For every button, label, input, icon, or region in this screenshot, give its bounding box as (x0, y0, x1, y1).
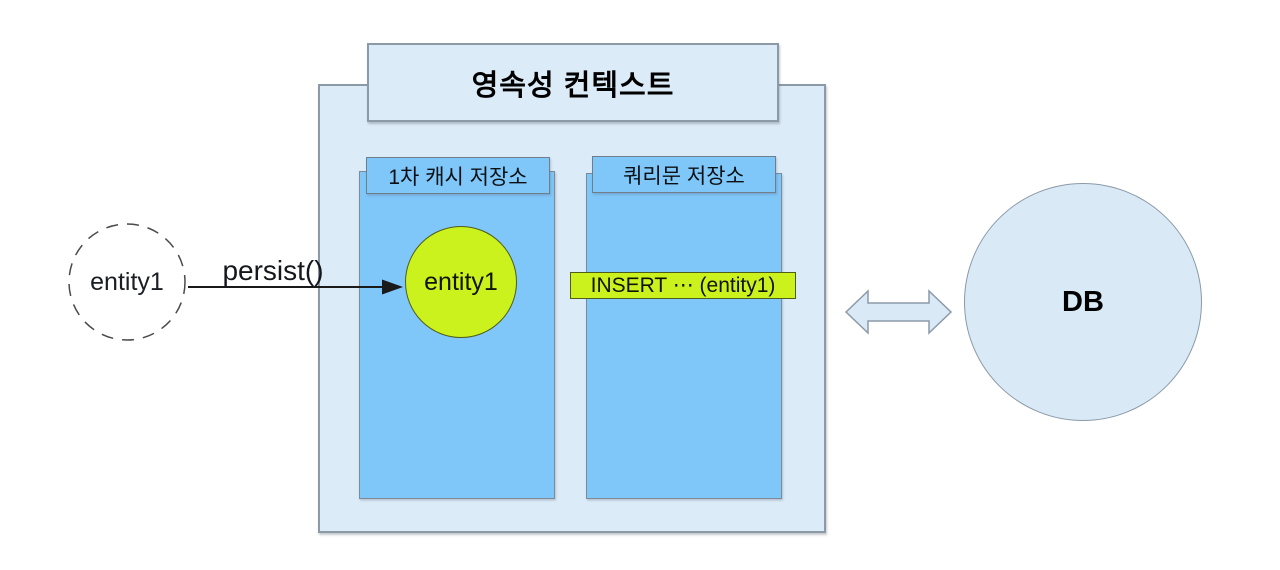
db-label: DB (1062, 285, 1104, 318)
insert-sql-text: INSERT ⋯ (entity1) (590, 274, 776, 297)
first-cache-store-label: 1차 캐시 저장소 (388, 165, 528, 189)
query-store-label: 쿼리문 저장소 (623, 164, 745, 188)
db-sync-double-arrow-icon (844, 289, 953, 335)
managed-entity-circle: entity1 (405, 226, 517, 338)
insert-sql-highlight: INSERT ⋯ (entity1) (570, 272, 796, 299)
persistence-context-title: 영속성 컨텍스트 (471, 69, 675, 102)
first-cache-store-label-box: 1차 캐시 저장소 (366, 157, 550, 194)
detached-entity-label: entity1 (90, 268, 164, 296)
query-store-label-box: 쿼리문 저장소 (592, 156, 776, 193)
managed-entity-label: entity1 (424, 267, 498, 296)
persistence-context-title-box: 영속성 컨텍스트 (367, 43, 779, 122)
db-circle: DB (964, 183, 1202, 421)
query-store-box (586, 173, 782, 499)
persist-call-label: persist() (222, 255, 324, 286)
